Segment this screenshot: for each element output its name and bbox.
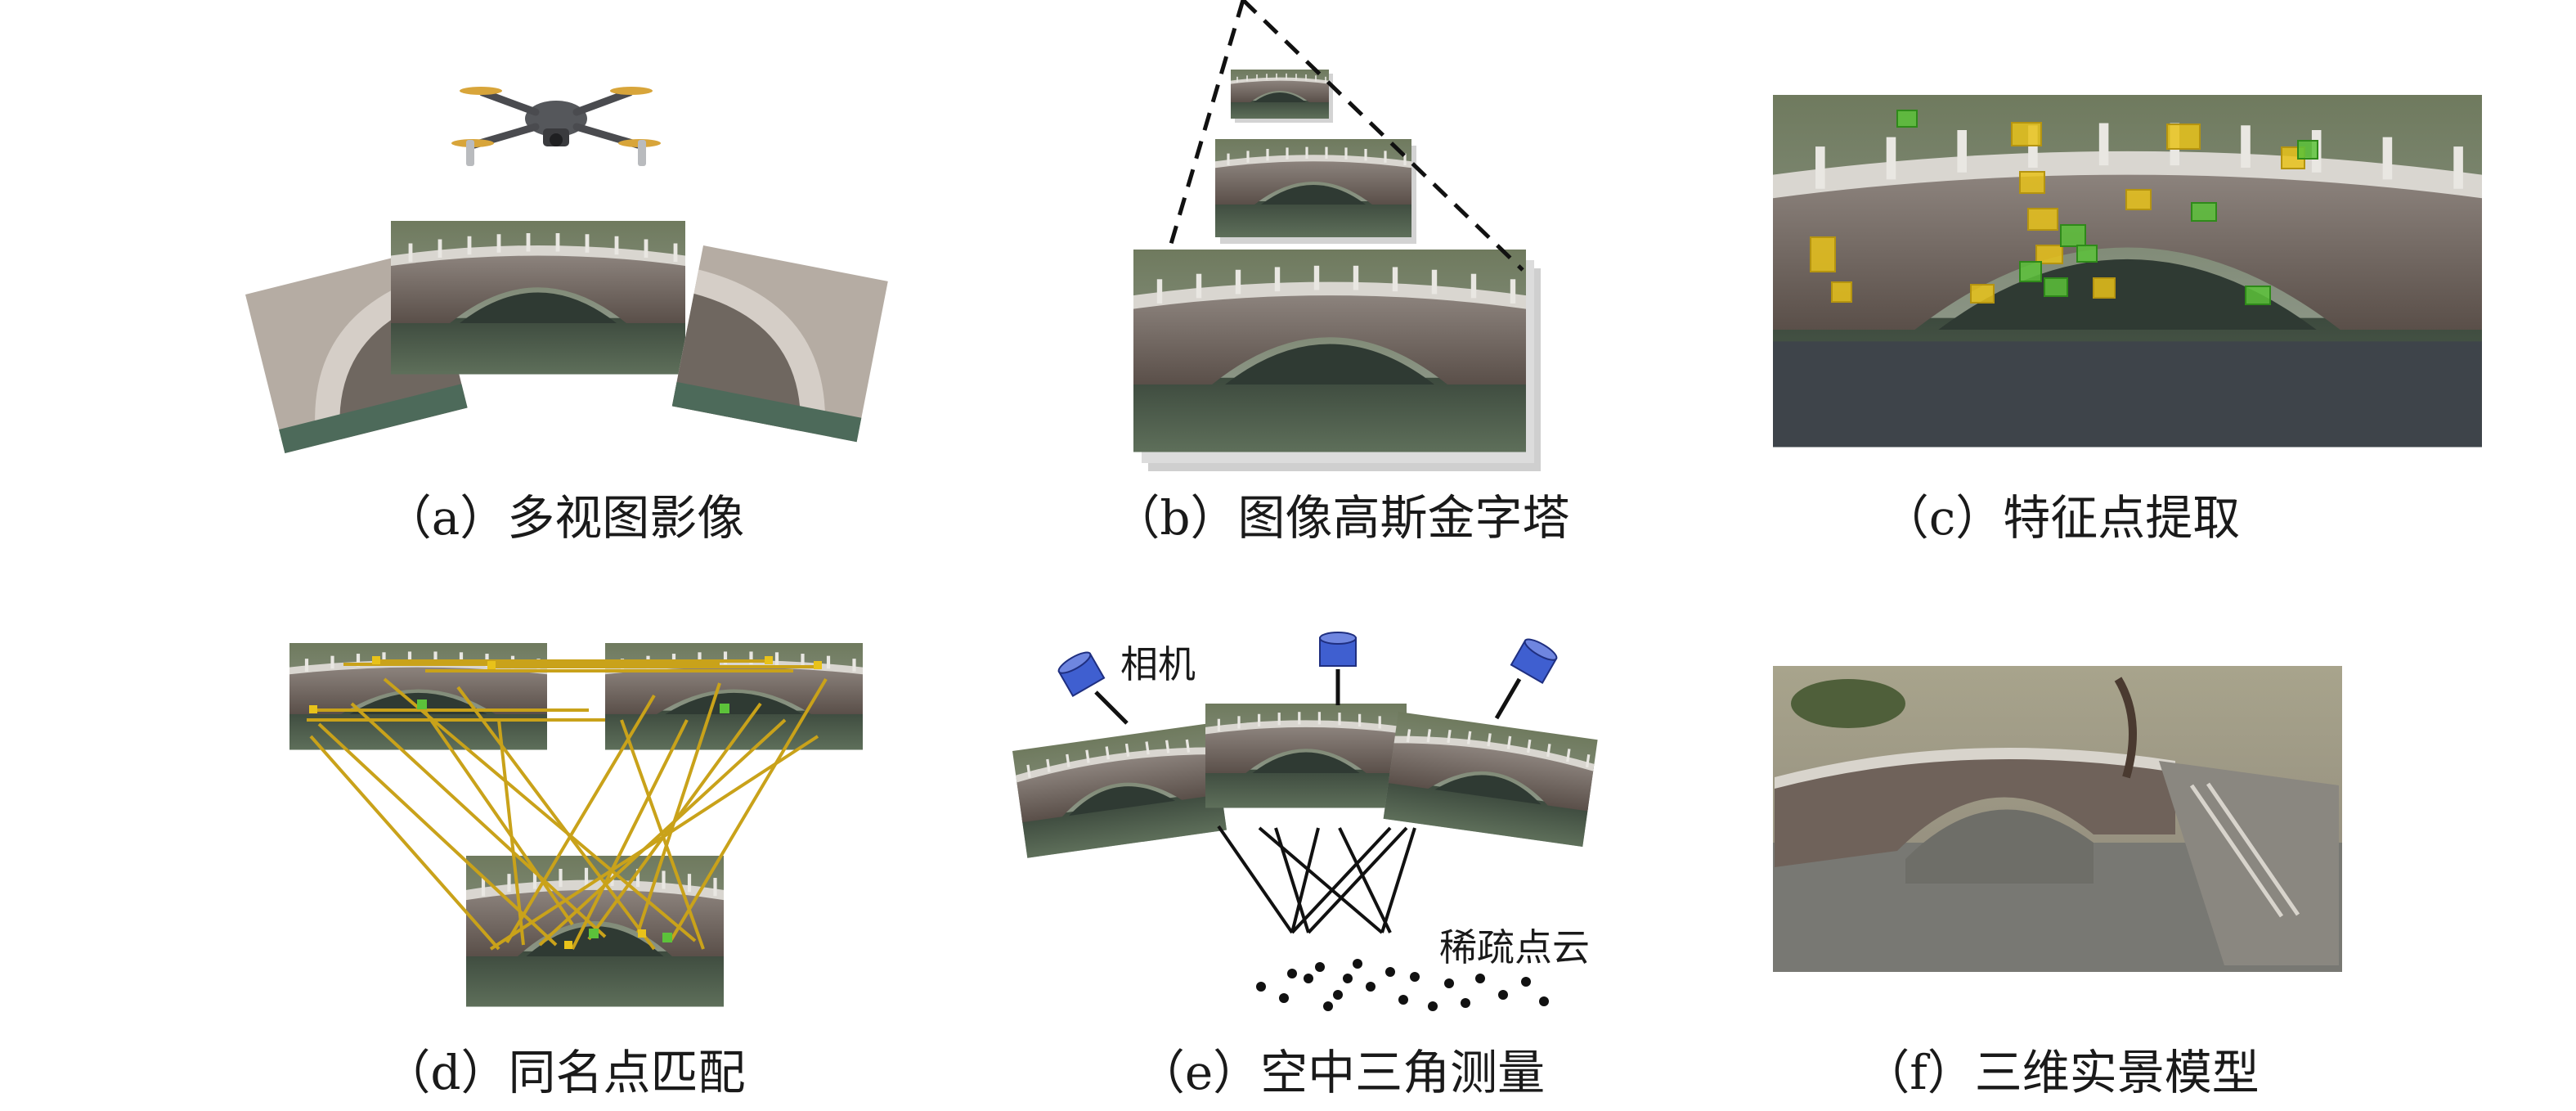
sparse-points xyxy=(1256,959,1549,1011)
triangulation-rays xyxy=(1217,825,1416,934)
match-image-right xyxy=(605,643,863,750)
match-points xyxy=(309,656,822,949)
model-image xyxy=(1773,666,2342,972)
feature-points xyxy=(1810,110,2318,305)
tri-image-right xyxy=(1381,710,1600,848)
feature-image xyxy=(1773,95,2482,448)
camera-icon xyxy=(1057,632,1558,725)
panel-a-multiview xyxy=(245,87,888,454)
caption-d: （d）同名点匹配 xyxy=(383,1045,746,1100)
view-center-image xyxy=(391,221,685,375)
panel-f-model xyxy=(1773,666,2342,972)
caption-f: （f）三维实景模型 xyxy=(1862,1045,2260,1100)
panel-c-features xyxy=(1773,95,2482,448)
pyramid-level-3 xyxy=(1230,69,1333,123)
pyramid-outline xyxy=(1169,0,1524,272)
label-camera: 相机 xyxy=(1120,642,1196,686)
view-left-image xyxy=(245,249,468,454)
tri-image-left xyxy=(1011,722,1228,860)
label-sparse-cloud: 稀疏点云 xyxy=(1439,925,1590,969)
match-lines xyxy=(307,659,828,951)
pyramid-level-2 xyxy=(1214,137,1416,244)
view-right-image xyxy=(671,245,888,443)
panel-b-pyramid xyxy=(1133,0,1541,471)
caption-b: （b）图像高斯金字塔 xyxy=(1112,490,1570,546)
caption-e: （e）空中三角测量 xyxy=(1137,1045,1546,1100)
caption-a: （a）多视图影像 xyxy=(384,490,745,546)
panel-d-matching xyxy=(289,643,863,1007)
drone-icon xyxy=(451,87,661,166)
tri-image-center xyxy=(1204,702,1408,810)
caption-c: （c）特征点提取 xyxy=(1881,490,2241,546)
panel-e-triangulation xyxy=(1011,632,1600,1011)
pyramid-level-1 xyxy=(1133,250,1541,471)
